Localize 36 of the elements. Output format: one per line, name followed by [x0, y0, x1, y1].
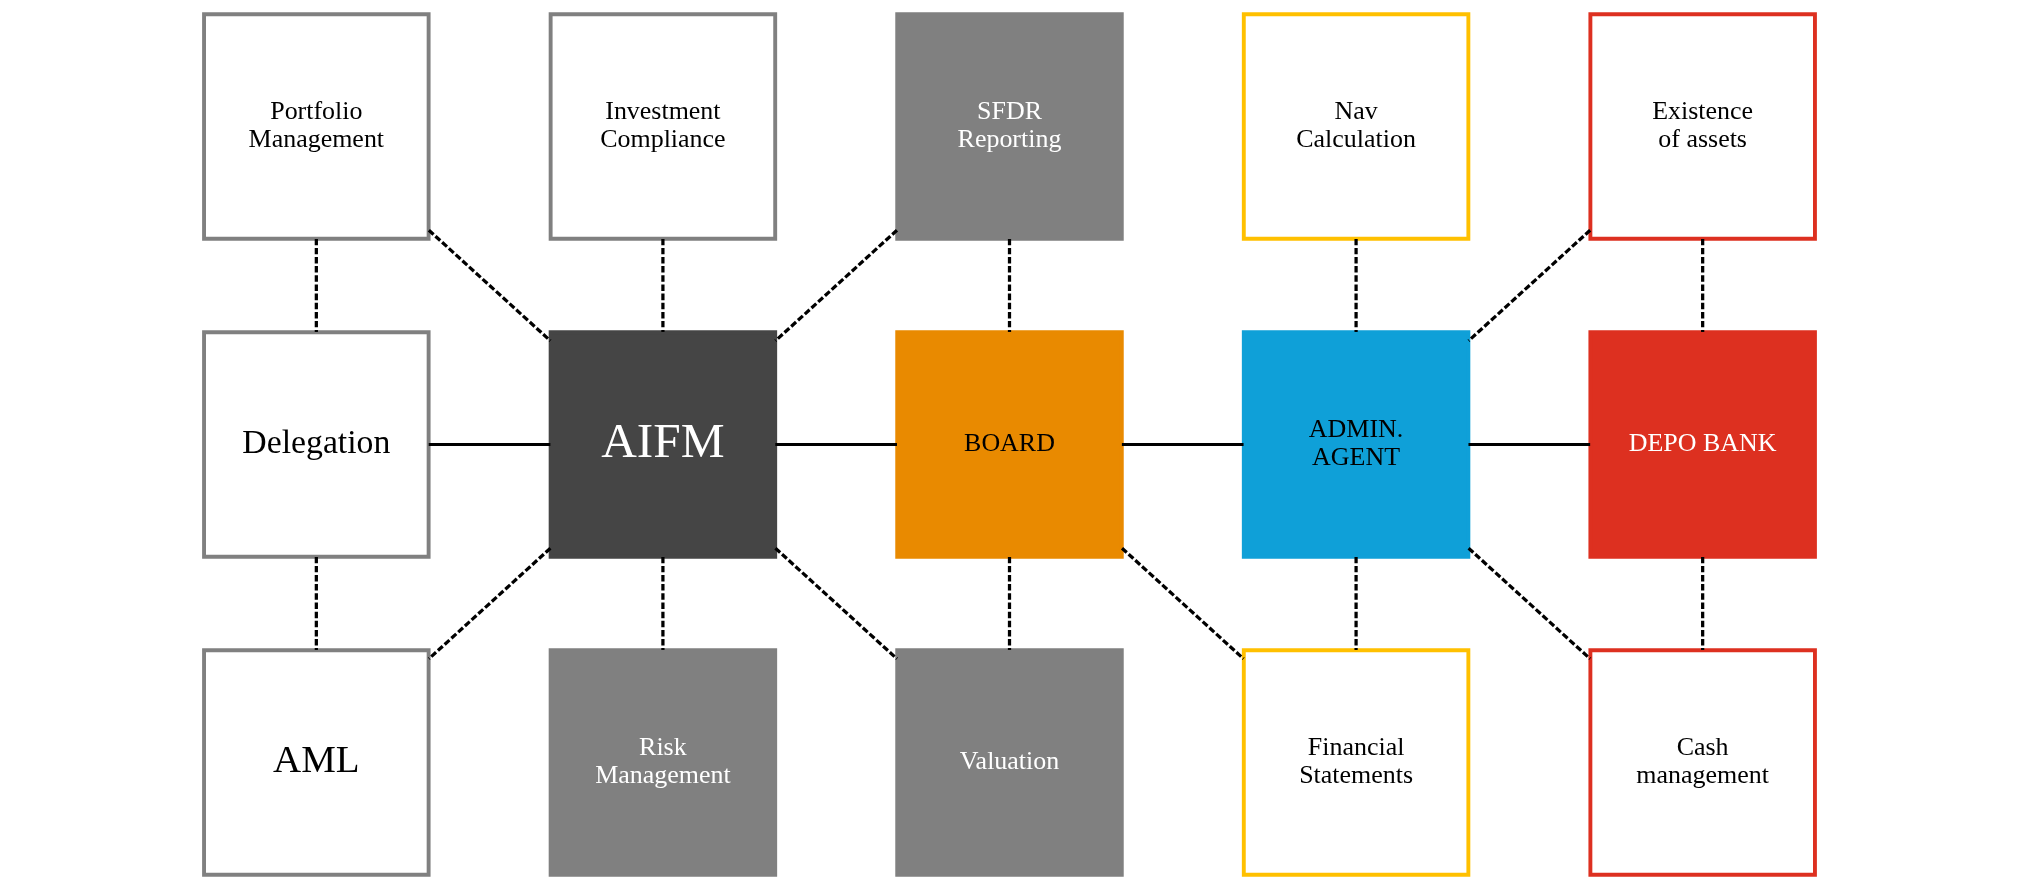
node-box: Delegation [202, 329, 431, 559]
node-box: Valuation [895, 647, 1124, 877]
connector [1354, 556, 1358, 650]
connector [774, 228, 899, 342]
node-box: Portfolio Management [202, 11, 431, 241]
connector [427, 546, 552, 660]
connector [1467, 546, 1592, 660]
node-box: Cash management [1588, 647, 1817, 877]
node-box: Existence of assets [1588, 11, 1817, 241]
node-box: AML [202, 647, 431, 877]
connector [314, 556, 318, 650]
connector [1007, 238, 1012, 332]
connector [427, 228, 552, 342]
node-box: Investment Compliance [548, 11, 778, 241]
connector [1120, 546, 1245, 660]
connector [428, 442, 551, 446]
node-box: Financial Statements [1241, 647, 1471, 877]
node-box: ADMIN. AGENT [1241, 329, 1471, 559]
connector [1701, 556, 1705, 650]
connector [775, 442, 897, 446]
node-box: Risk Management [548, 647, 778, 877]
node-box: AIFM [548, 329, 778, 559]
node-box: BOARD [895, 329, 1124, 559]
node-box: Nav Calculation [1241, 11, 1471, 241]
connector [1007, 556, 1012, 650]
connector [1467, 228, 1592, 342]
connector [1121, 442, 1244, 446]
connector [314, 238, 318, 332]
connector [661, 238, 665, 332]
connector [661, 556, 665, 650]
connector [1701, 238, 1705, 332]
connector [774, 546, 899, 660]
node-box: SFDR Reporting [895, 11, 1124, 241]
connector [1468, 442, 1591, 446]
node-box: DEPO BANK [1588, 329, 1817, 559]
connector [1354, 238, 1358, 332]
